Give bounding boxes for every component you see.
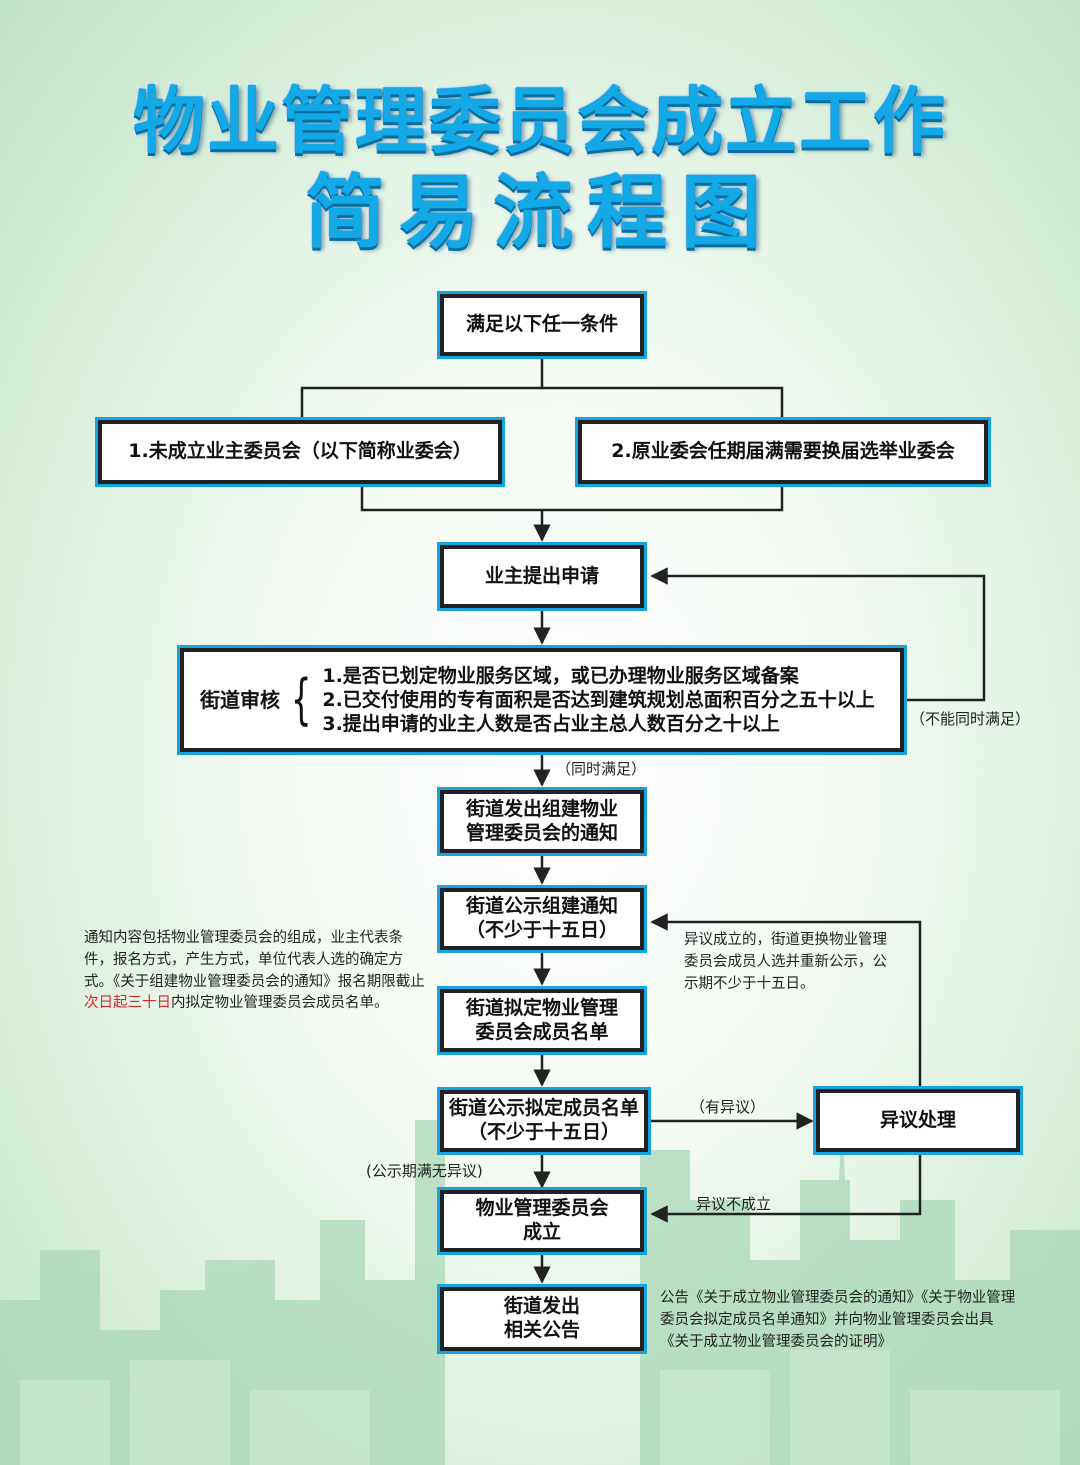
notice-note-text: 通知内容包括物业管理委员会的组成，业主代表条件，报名方式，产生方式，单位代表人选… [84,930,425,990]
publish-members-line: （不少于十五日） [467,1121,620,1143]
publish-members-line: 街道公示拟定成员名单 [448,1097,639,1120]
draft-members-line: 委员会成员名单 [475,1020,609,1043]
label-not-all-met: （不能同时满足） [910,710,1031,728]
start-conditions-text: 满足以下任一条件 [465,313,618,336]
label-no-objection: (公示期满无异议) [366,1162,483,1180]
publicize-notice-box: 街道公示组建通知（不少于十五日） [437,885,647,953]
announcement-note: 公告《关于成立物业管理委员会的通知》《关于物业管理委员会拟定成员名单通知》并向物… [660,1290,1016,1350]
formation-notice-line: 街道发出组建物业 [465,797,618,820]
review-criteria-list: 1.是否已划定物业服务区域，或已办理物业服务区域备案 2.已交付使用的专有面积是… [322,664,874,737]
notice-content-note: 通知内容包括物业管理委员会的组成，业主代表条件，报名方式，产生方式，单位代表人选… [84,928,429,1015]
publicize-notice-line: 街道公示组建通知 [465,895,618,918]
announcement-line: 相关公告 [503,1319,580,1341]
objection-handling-box: 异议处理 [813,1086,1023,1155]
announcement-line: 街道发出 [503,1295,580,1318]
condition-1-text: 1.未成立业主委员会（以下简称业委会） [128,440,472,463]
condition-2-text: 2.原业委会任期届满需要换届选举业委会 [611,440,955,463]
draft-members-line: 街道拟定物业管理 [465,996,618,1019]
review-criterion: 1.是否已划定物业服务区域，或已办理物业服务区域备案 [322,664,799,687]
condition-1-box: 1.未成立业主委员会（以下简称业委会） [95,417,505,487]
label-has-objection: （有异议） [690,1098,766,1116]
brace-icon: { [290,668,312,731]
committee-established-line: 成立 [522,1221,561,1243]
review-criterion: 3.提出申请的业主人数是否占业主总人数百分之十以上 [322,713,780,736]
formation-notice-box: 街道发出组建物业管理委员会的通知 [437,787,647,856]
label-objection-invalid: 异议不成立 [696,1195,772,1213]
objection-note: 异议成立的，街道更换物业管理委员会成员人选并重新公示，公示期不少于十五日。 [684,932,887,992]
title-line-2: 简易流程图 [304,165,775,261]
notice-note-text: 内拟定物业管理委员会成员名单。 [171,995,389,1012]
label-all-met: （同时满足） [556,760,647,778]
publish-members-box: 街道公示拟定成员名单（不少于十五日） [437,1087,651,1155]
owner-application-box: 业主提出申请 [437,542,647,611]
objection-handling-text: 异议处理 [879,1108,956,1131]
street-review-title: 街道审核 [200,687,280,712]
committee-established-line: 物业管理委员会 [475,1197,609,1220]
street-review-box: 街道审核 { 1.是否已划定物业服务区域，或已办理物业服务区域备案 2.已交付使… [177,645,907,755]
committee-established-box: 物业管理委员会成立 [437,1187,647,1255]
review-criterion: 2.已交付使用的专有面积是否达到建筑规划总面积百分之五十以上 [322,688,875,711]
title-line-1: 物业管理委员会成立工作 [131,78,947,165]
formation-notice-line: 管理委员会的通知 [465,821,618,844]
announcement-box: 街道发出相关公告 [437,1284,647,1354]
notice-note-highlight: 次日起三十日 [84,995,171,1012]
condition-2-box: 2.原业委会任期届满需要换届选举业委会 [575,417,991,487]
draft-members-box: 街道拟定物业管理委员会成员名单 [437,986,647,1055]
publicize-notice-line: （不少于十五日） [465,919,618,941]
owner-application-text: 业主提出申请 [484,564,599,587]
start-conditions-box: 满足以下任一条件 [437,291,647,359]
